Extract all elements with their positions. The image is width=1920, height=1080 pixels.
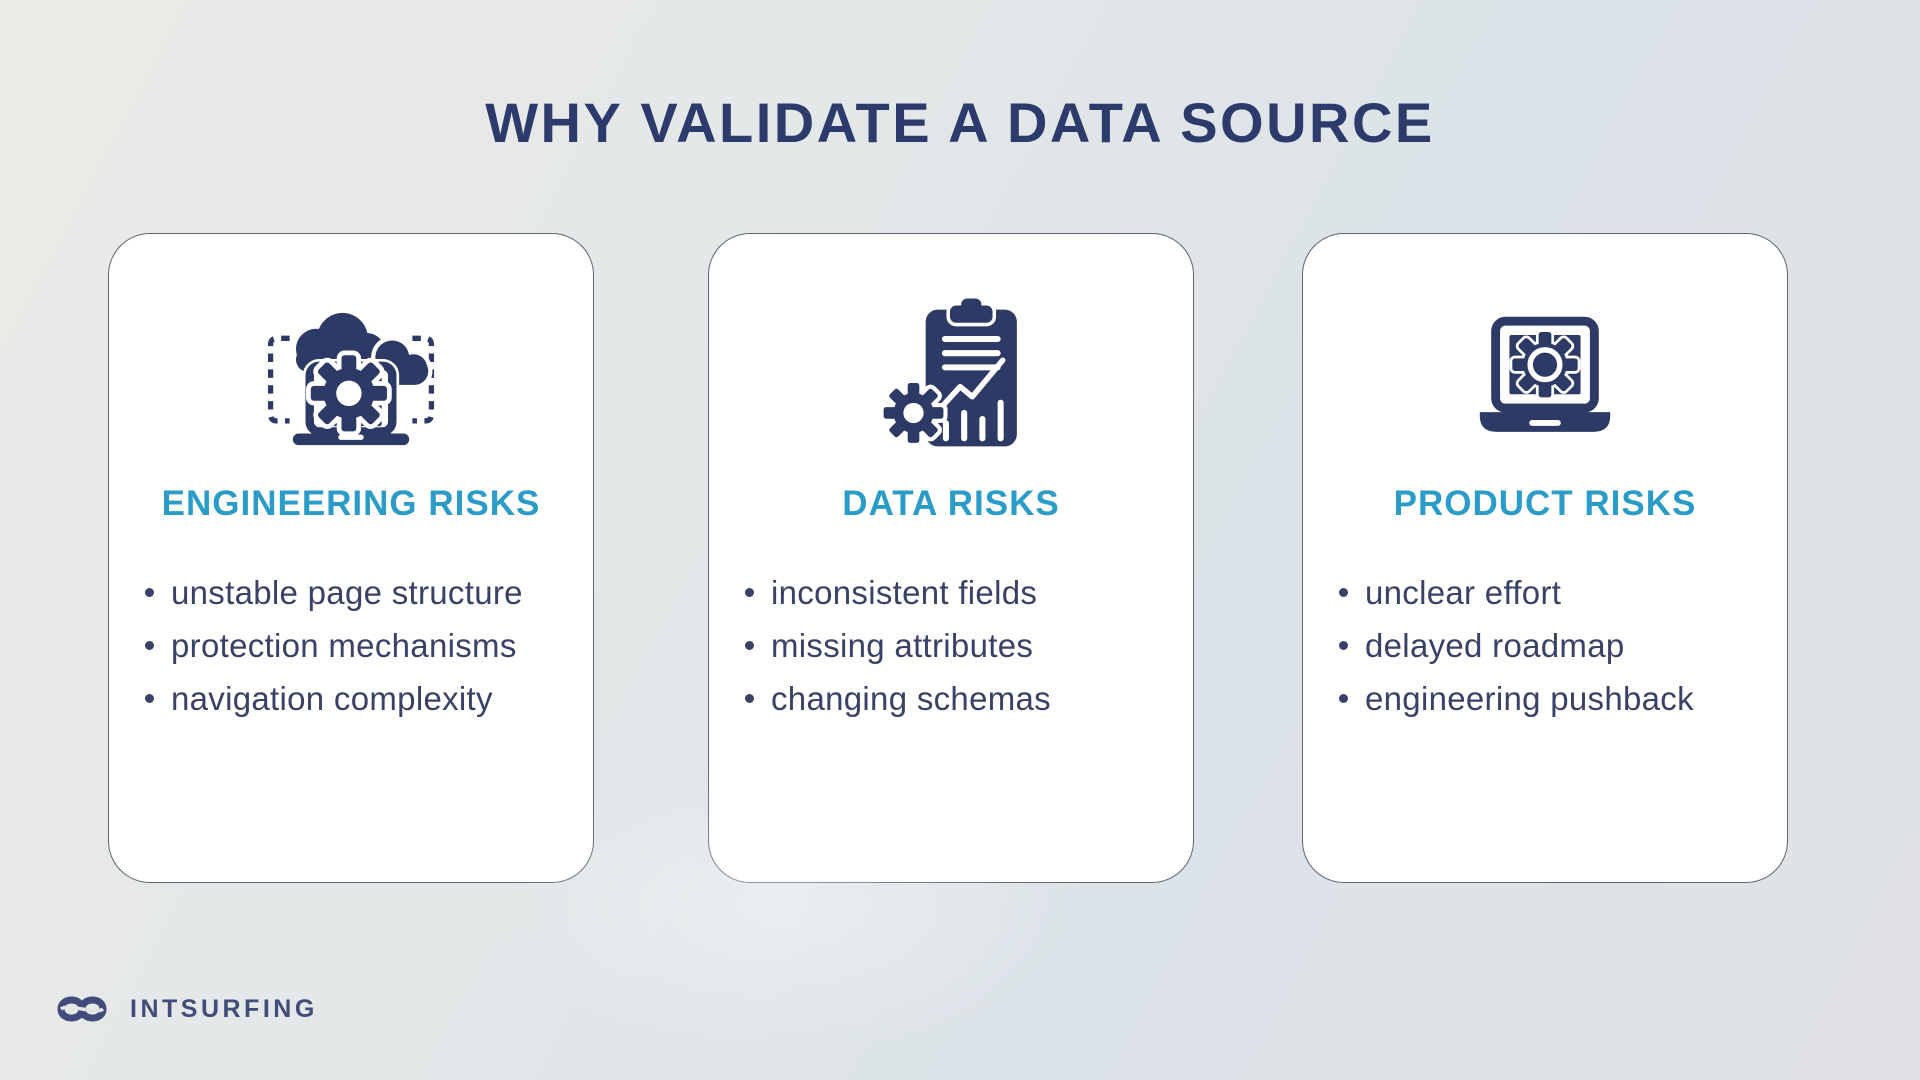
trend-line-icon [937, 357, 1006, 412]
logo-text: INTSURFING [130, 994, 318, 1023]
card-title-data-risks: DATA RISKS [842, 484, 1060, 523]
card-engineering-risks: ENGINEERING RISKS unstable page structur… [108, 233, 594, 883]
bullet-item: navigation complexity [143, 672, 559, 725]
card-icon-area [143, 289, 559, 467]
card-icon-area [1337, 289, 1753, 467]
bullet-list: unclear effort delayed roadmap engineeri… [1337, 566, 1753, 725]
infinity-logo-icon [57, 996, 107, 1022]
bar-chart-icon [942, 399, 1004, 442]
gear-icon [311, 355, 387, 431]
cloud-gear-laptop-icon [267, 312, 435, 446]
laptop-gear-icon [1479, 316, 1611, 432]
document-lines-icon [941, 335, 1001, 371]
bullet-item: unclear effort [1337, 566, 1753, 619]
card-title-engineering-risks: ENGINEERING RISKS [161, 484, 541, 523]
bullet-item: engineering pushback [1337, 672, 1753, 725]
bullet-item: missing attributes [743, 619, 1159, 672]
card-title-product-risks: PRODUCT RISKS [1393, 484, 1697, 523]
gear-icon [1512, 331, 1577, 396]
clipboard-icon [925, 309, 1017, 447]
bullet-item: inconsistent fields [743, 566, 1159, 619]
bullet-list: unstable page structure protection mecha… [143, 566, 559, 725]
dashed-bracket-icon [267, 335, 435, 424]
bullet-item: unstable page structure [143, 566, 559, 619]
card-data-risks: DATA RISKS inconsistent fields missing a… [708, 233, 1194, 883]
bullet-item: delayed roadmap [1337, 619, 1753, 672]
bullet-item: protection mechanisms [143, 619, 559, 672]
card-product-risks: PRODUCT RISKS unclear effort delayed roa… [1302, 233, 1788, 883]
page-title: WHY VALIDATE A DATA SOURCE [485, 91, 1435, 154]
bullet-item: changing schemas [743, 672, 1159, 725]
report-chart-gear-icon [875, 298, 1017, 458]
bullet-list: inconsistent fields missing attributes c… [743, 566, 1159, 725]
company-logo: INTSURFING [50, 992, 318, 1026]
card-icon-area [743, 289, 1159, 467]
gear-icon [884, 383, 944, 443]
